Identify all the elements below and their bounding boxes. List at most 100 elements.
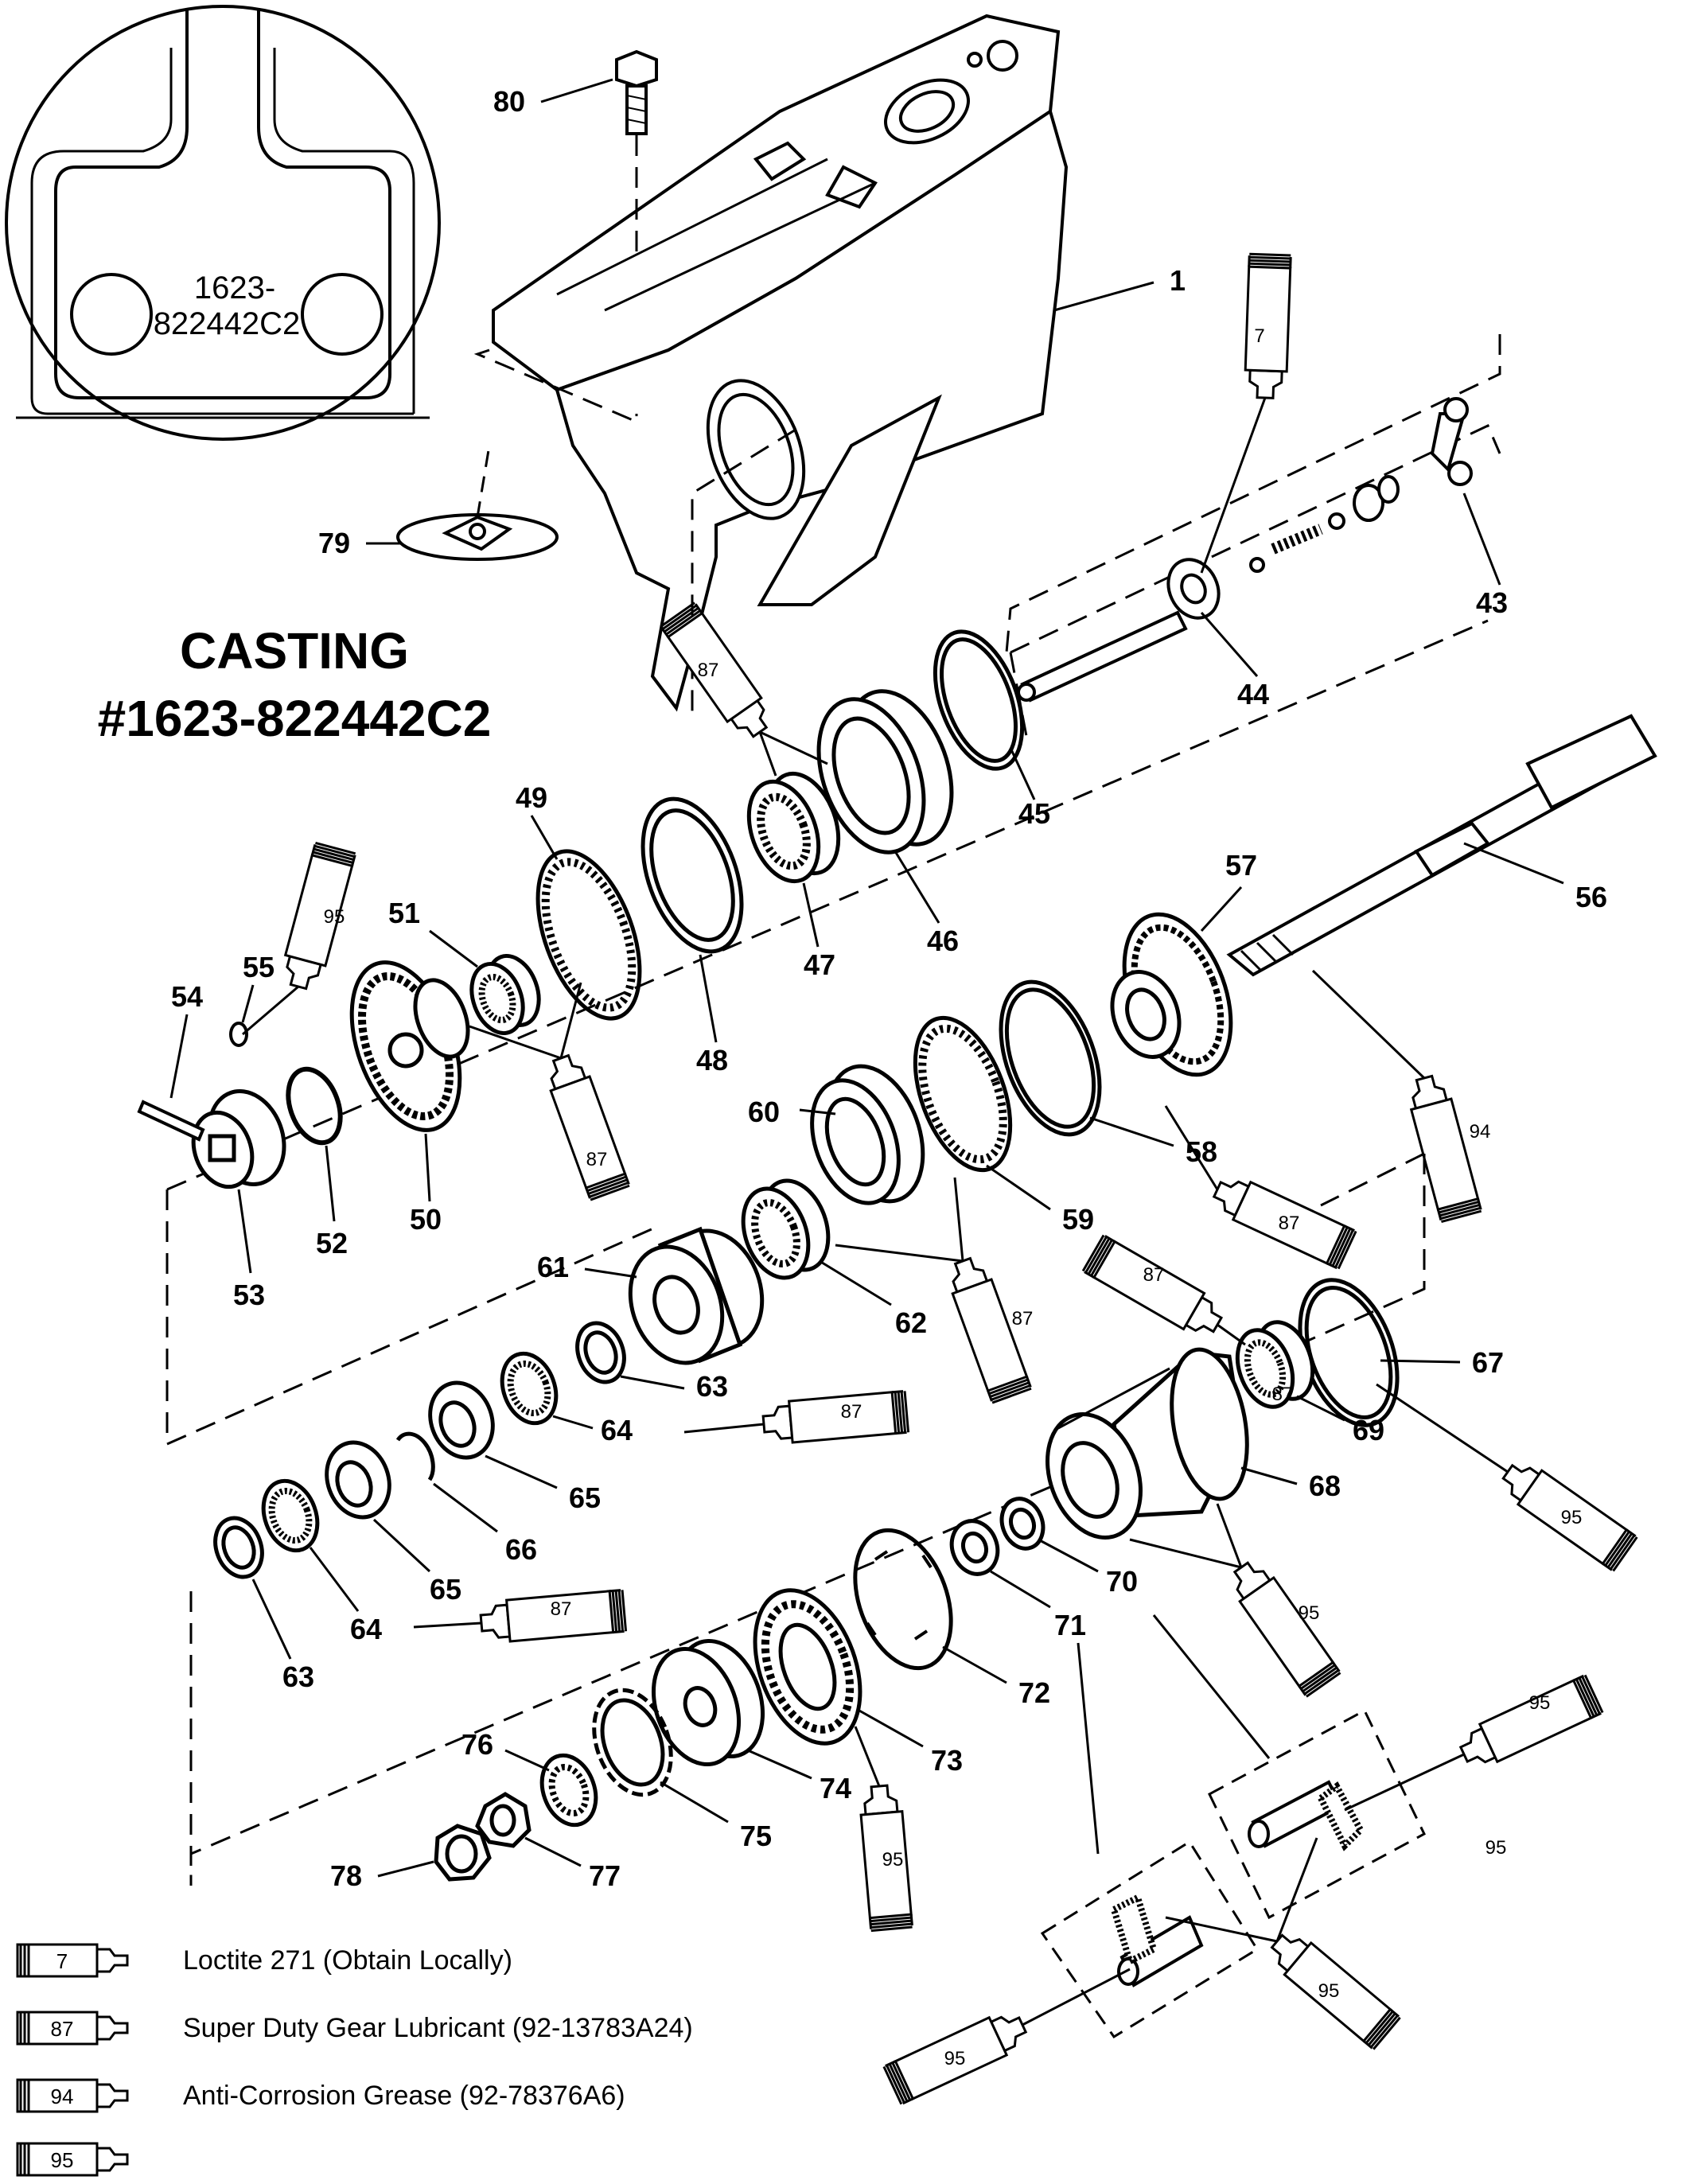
callout-60: 60: [748, 1096, 780, 1128]
part-46-bearing-cup: [816, 689, 954, 855]
callout-52: 52: [316, 1227, 348, 1259]
part-61-bearing-carrier: [628, 1226, 765, 1365]
lube-tube-7: [1243, 252, 1292, 400]
part-76-thrust-hub: [651, 1638, 765, 1767]
callout-70: 70: [1106, 1565, 1138, 1598]
tube-label-87-g: 87: [1143, 1264, 1165, 1286]
detail-box-70: [1208, 1708, 1426, 1920]
callout-43: 43: [1476, 586, 1508, 619]
legend-tube-icon: 87: [16, 2011, 129, 2046]
callout-51: 51: [388, 897, 420, 929]
legend-text: Anti-Corrosion Grease (92-78376A6): [183, 2080, 625, 2111]
tube-label-95-f: 95: [1318, 1980, 1340, 2002]
part-70-bearing: [999, 1497, 1045, 1551]
callout-53: 53: [233, 1279, 265, 1311]
part-77-tab-washer: [592, 1688, 673, 1797]
part-53-clutch: [191, 1089, 286, 1189]
tube-label-87-d: 87: [1012, 1308, 1034, 1329]
tube-label-87-b: 87: [586, 1149, 608, 1170]
tube-label-95-a: 95: [324, 906, 345, 928]
callout-47: 47: [804, 948, 835, 981]
callout-77: 75: [740, 1820, 772, 1852]
part-65-seal-upper: [428, 1380, 495, 1460]
detail-71-assembly: [1110, 1893, 1204, 1987]
legend-num: 94: [51, 2085, 74, 2108]
callout-69: 69: [1353, 1414, 1384, 1446]
detail-70-assembly: [1248, 1780, 1365, 1851]
part-62-roller-bearing: [741, 1178, 831, 1280]
tube-label-95-b: 95: [1561, 1507, 1583, 1528]
callout-50: 50: [410, 1203, 442, 1236]
callout-67: 67: [1472, 1346, 1504, 1379]
part-64-needle-bearing-lower: [261, 1478, 320, 1553]
part-50-forward-gear: [349, 960, 470, 1132]
inset-casting-number-line2: 822442C2: [154, 306, 301, 341]
legend-tube-icon: 95: [16, 2142, 129, 2177]
tube-label-95-c: 95: [1299, 1602, 1320, 1624]
callout-64-lower: 64: [350, 1613, 382, 1645]
part-66-retaining-ring: [395, 1431, 435, 1481]
legend-text: Super Duty Gear Lubricant (92-13783A24): [183, 2012, 693, 2043]
legend-row-7: 7 Loctite 271 (Obtain Locally): [16, 1941, 512, 1980]
part-74-anode: [396, 513, 559, 561]
detail-box-71: [1040, 1839, 1260, 2039]
callout-44: 44: [1237, 678, 1269, 710]
callout-46: 46: [927, 925, 959, 957]
legend-row-87: 87 Super Duty Gear Lubricant (92-13783A2…: [16, 2009, 693, 2047]
lube-tube-94: [1403, 1071, 1483, 1224]
part-54-pin: [137, 1100, 205, 1142]
callout-68: 68: [1309, 1470, 1341, 1502]
tube-label-95-e: 95: [1529, 1692, 1551, 1714]
legend-text: Loctite 271 (Obtain Locally): [183, 1945, 512, 1976]
callout-71: 71: [1054, 1609, 1086, 1641]
tube-label-94: 94: [1470, 1121, 1491, 1143]
legend-num: 87: [51, 2017, 74, 2041]
callout-63-lower: 63: [282, 1660, 314, 1693]
part-80-prop-nut: [434, 1824, 492, 1882]
callout-79: 77: [589, 1859, 621, 1892]
legend-tube-icon: 7: [16, 1943, 129, 1978]
part-48-thrust-washer: [641, 796, 744, 954]
lower-reference-line: [189, 1152, 1426, 1886]
part-58-o-ring: [999, 979, 1102, 1137]
gear-housing: [492, 14, 1069, 712]
callout-48: 48: [696, 1044, 728, 1076]
tube-label-87-e: 87: [841, 1401, 862, 1423]
callout-55: 55: [243, 951, 275, 983]
part-56-propshaft: [1226, 714, 1657, 977]
part-49-thrust-bearing: [535, 849, 642, 1021]
part-44-shift-shaft: [1017, 475, 1400, 703]
callout-49: 49: [516, 781, 547, 814]
part-60-bearing-race: [810, 1064, 925, 1205]
callout-75: 80: [493, 85, 525, 118]
casting-number: #1623-822442C2: [98, 690, 492, 747]
legend-num: 7: [56, 1949, 68, 1973]
callout-78: 76: [461, 1728, 493, 1761]
part-68-bearing-carrier: [1045, 1347, 1249, 1540]
lube-tube-87-b: [540, 1049, 631, 1201]
callout-59: 59: [1062, 1203, 1094, 1236]
callout-74: 79: [318, 527, 350, 559]
lube-tube-95-c: [1223, 1554, 1342, 1698]
part-71-seal: [949, 1519, 1000, 1576]
part-52-cup: [286, 1066, 343, 1146]
callout-73: 73: [931, 1744, 963, 1777]
callout-76: 74: [820, 1772, 851, 1804]
legend-row-94: 94 Anti-Corrosion Grease (92-78376A6): [16, 2077, 625, 2115]
lube-tube-87-g: [1081, 1233, 1229, 1345]
part-65-seal-lower: [325, 1440, 391, 1520]
callout-62: 62: [895, 1306, 927, 1339]
part-63-washer-upper: [575, 1321, 626, 1384]
tube-label-87-c: 87: [1279, 1213, 1300, 1234]
callout-66: 66: [505, 1533, 537, 1566]
part-43-shift-linkage: [1430, 397, 1473, 486]
casting-title: CASTING: [180, 622, 409, 679]
legend-num: 95: [51, 2148, 74, 2172]
callout-57: 57: [1225, 849, 1257, 882]
callout-54: 54: [171, 980, 203, 1013]
part-72-lock-tab-washer: [853, 1528, 953, 1671]
inset-casting-number-line1: 1623-: [194, 271, 275, 306]
part-57-reverse-gear: [1110, 912, 1233, 1077]
part-64-needle-bearing-upper: [500, 1351, 559, 1426]
